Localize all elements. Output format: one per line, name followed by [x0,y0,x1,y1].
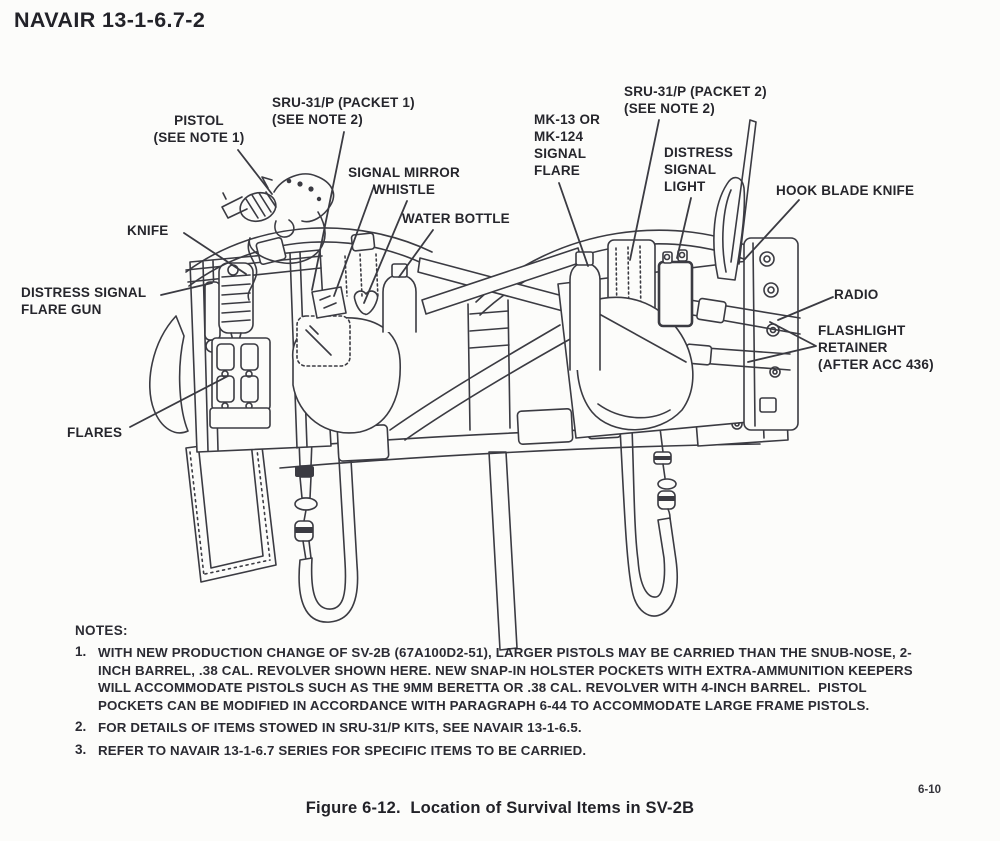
notes-section: NOTES: 1. WITH NEW PRODUCTION CHANGE OF … [75,623,917,764]
note-item-2: 2. FOR DETAILS OF ITEMS STOWED IN SRU-31… [75,719,917,737]
left-side-flap [148,315,189,434]
center-pocket-items [296,253,417,367]
label-water-bottle: WATER BOTTLE [402,211,510,226]
label-flashlight-retainer: FLASHLIGHT RETAINER (AFTER ACC 436) [818,323,934,372]
label-knife: KNIFE [127,223,169,238]
label-hook-blade-knife: HOOK BLADE KNIFE [776,183,915,198]
leader-lines [129,119,834,428]
flare-gun [204,281,221,341]
knife-sheath [218,262,254,334]
note-text: REFER TO NAVAIR 13-1-6.7 SERIES FOR SPEC… [98,742,587,758]
figure-caption: Figure 6-12. Location of Survival Items … [305,799,695,817]
signal-mirror [311,286,347,319]
pistol-lanyard-cord [247,211,326,301]
label-distress-signal-flare-gun: DISTRESS SIGNAL FLARE GUN [21,285,147,317]
right-lanyard [619,427,678,617]
webbing-ladder [467,299,511,431]
note-number: 2. [75,719,87,734]
notes-title: NOTES: [75,623,128,638]
radio-panel [743,237,799,431]
shoulder-straps [185,227,763,316]
label-distress-signal-light: DISTRESS SIGNAL LIGHT [664,145,734,194]
mk13-flare-cylinder [569,251,601,371]
drape-flap [292,296,694,441]
center-strap [488,451,518,651]
water-bottle-shape [382,274,417,333]
page-number: 6-10 [918,784,942,796]
label-mk13-signal-flare: MK-13 OR MK-124 SIGNAL FLARE [534,112,601,178]
label-pistol: PISTOL (SEE NOTE 1) [153,113,245,145]
note-item-3: 3. REFER TO NAVAIR 13-1-6.7 SERIES FOR S… [75,742,917,760]
left-equipment-panel [185,249,332,453]
whistle [353,290,379,316]
page-header: NAVAIR 13-1-6.7-2 [14,8,206,32]
note-item-1: 1. WITH NEW PRODUCTION CHANGE OF SV-2B (… [75,644,917,714]
note-number: 3. [75,741,87,757]
revolver [221,173,335,301]
distress-signal-light-box [657,249,694,328]
holster-webbing-loop [185,437,277,583]
left-lanyard [294,439,359,623]
label-flares: FLARES [67,425,123,440]
label-signal-mirror-whistle: SIGNAL MIRROR WHISTLE [348,165,460,197]
note-text: FOR DETAILS OF ITEMS STOWED IN SRU-31/P … [98,720,582,735]
label-sru31p-packet1: SRU-31/P (PACKET 1) (SEE NOTE 2) [272,95,415,127]
label-sru31p-packet2: SRU-31/P (PACKET 2) (SEE NOTE 2) [624,84,767,116]
note-number: 1. [75,644,87,659]
label-radio: RADIO [834,287,879,302]
note-text: WITH NEW PRODUCTION CHANGE OF SV-2B (67A… [98,645,917,713]
antenna-rod [730,119,757,265]
